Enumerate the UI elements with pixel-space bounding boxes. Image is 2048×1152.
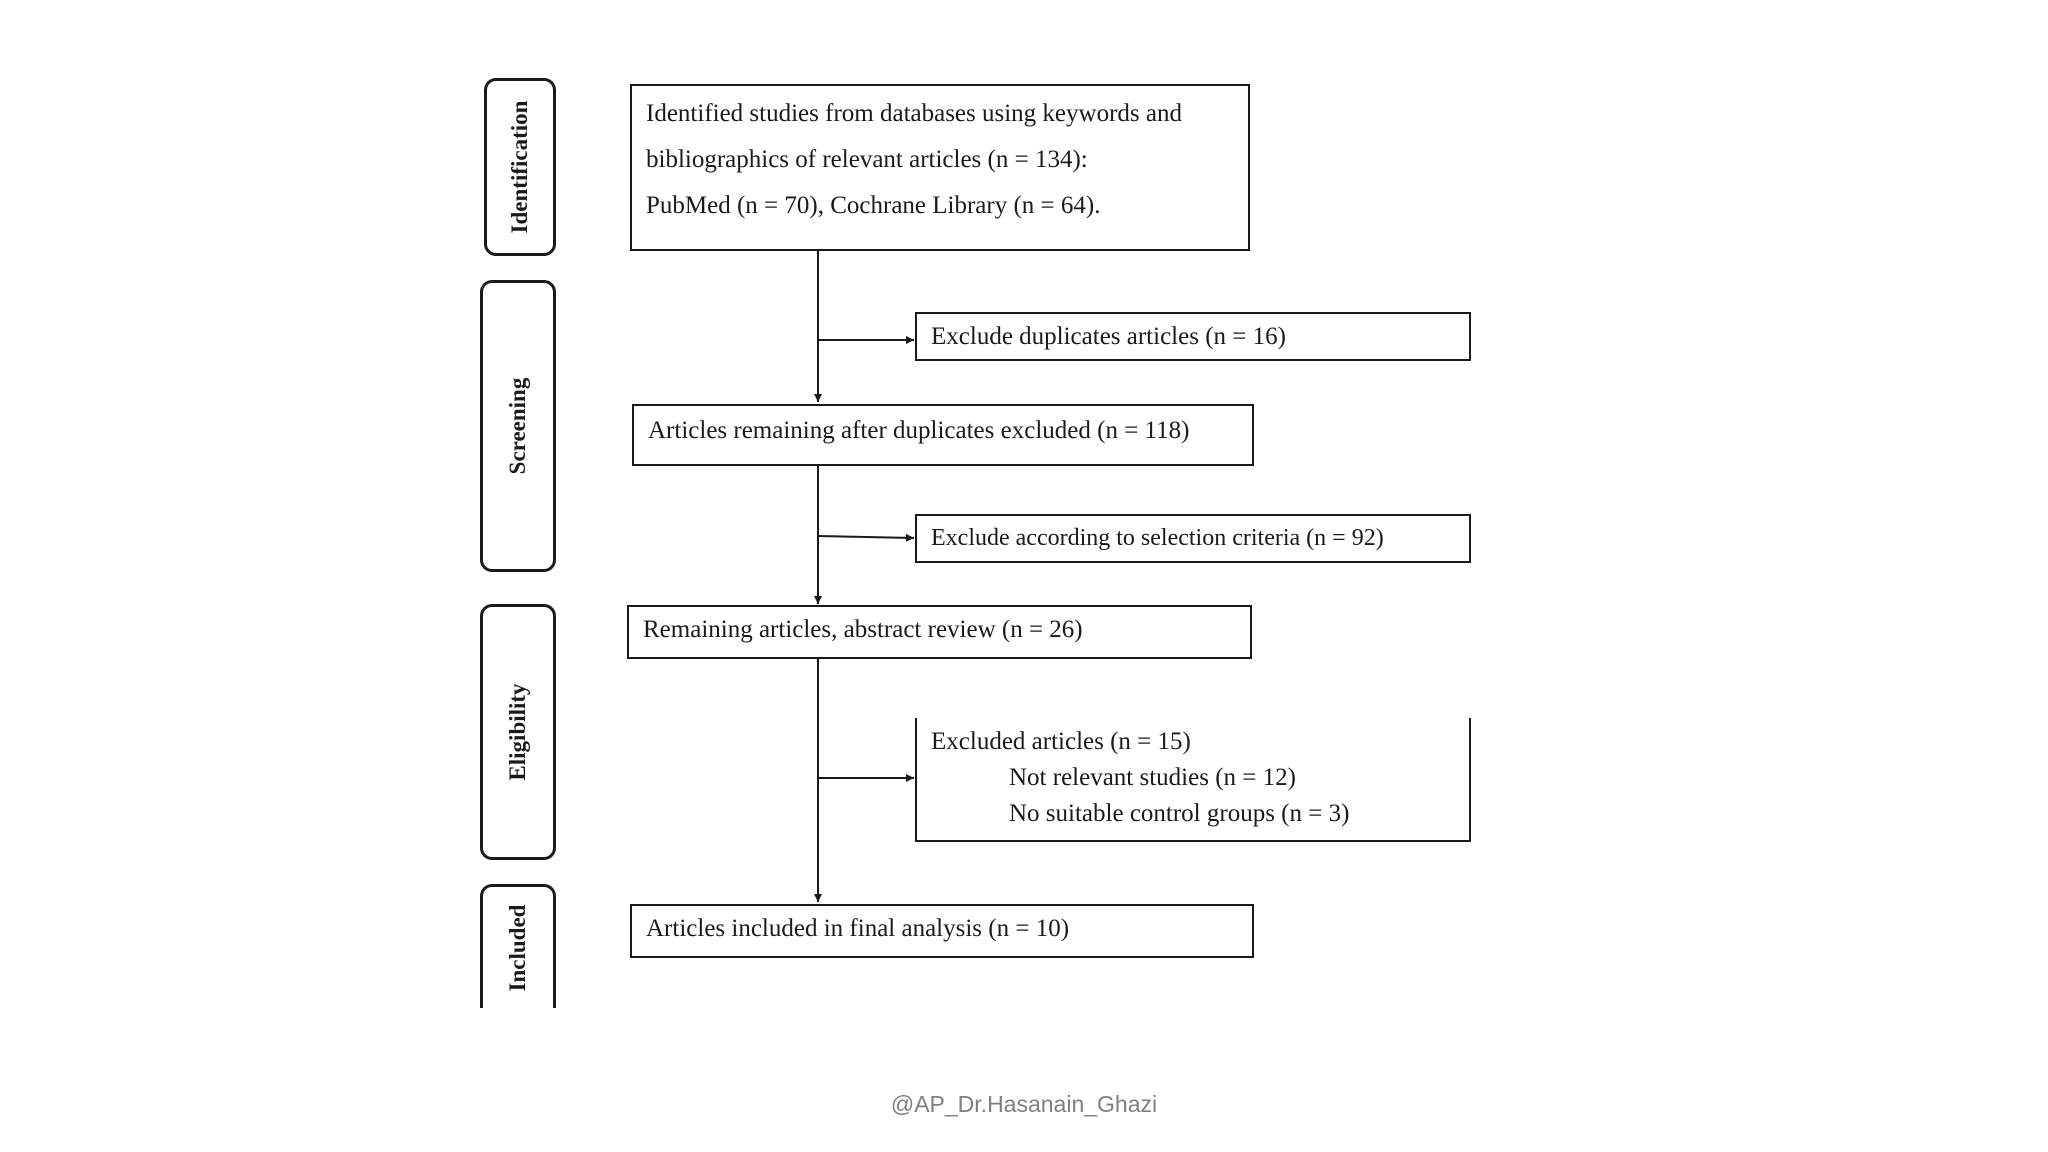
box-identified-studies: Identified studies from databases using … (630, 84, 1250, 251)
box-remaining-after-duplicates: Articles remaining after duplicates excl… (632, 404, 1254, 466)
watermark-credit: @AP_Dr.Hasanain_Ghazi (890, 1091, 1158, 1117)
box-exclude-duplicates: Exclude duplicates articles (n = 16) (915, 312, 1471, 361)
box-remaining-abstract-review: Remaining articles, abstract review (n =… (627, 605, 1252, 659)
box-excluded-articles: Excluded articles (n = 15) Not relevant … (915, 718, 1471, 842)
identified-line-3: PubMed (n = 70), Cochrane Library (n = 6… (646, 192, 1101, 219)
box-included-final: Articles included in final analysis (n =… (630, 904, 1254, 958)
excluded-articles-title: Excluded articles (n = 15) (931, 728, 1191, 755)
box-exclude-selection: Exclude according to selection criteria … (915, 514, 1471, 563)
excluded-reason-not-relevant: Not relevant studies (n = 12) (1009, 764, 1296, 791)
phase-screening: Screening (480, 280, 556, 572)
included-final-text: Articles included in final analysis (n =… (646, 915, 1070, 942)
phase-identification: Identification (484, 78, 556, 256)
remaining-after-duplicates-text: Articles remaining after duplicates excl… (648, 417, 1190, 444)
exclude-duplicates-text: Exclude duplicates articles (n = 16) (931, 323, 1286, 350)
arrow-to-exclude-selection (817, 533, 915, 542)
identified-line-1: Identified studies from databases using … (646, 100, 1182, 127)
exclude-selection-text: Exclude according to selection criteria … (931, 525, 1384, 551)
identified-line-2: bibliographics of relevant articles (n =… (646, 146, 1088, 173)
excluded-reason-no-control: No suitable control groups (n = 3) (1009, 800, 1350, 827)
phase-eligibility: Eligibility (480, 604, 556, 860)
phase-included: Included (480, 884, 556, 1008)
remaining-abstract-text: Remaining articles, abstract review (n =… (643, 616, 1083, 643)
